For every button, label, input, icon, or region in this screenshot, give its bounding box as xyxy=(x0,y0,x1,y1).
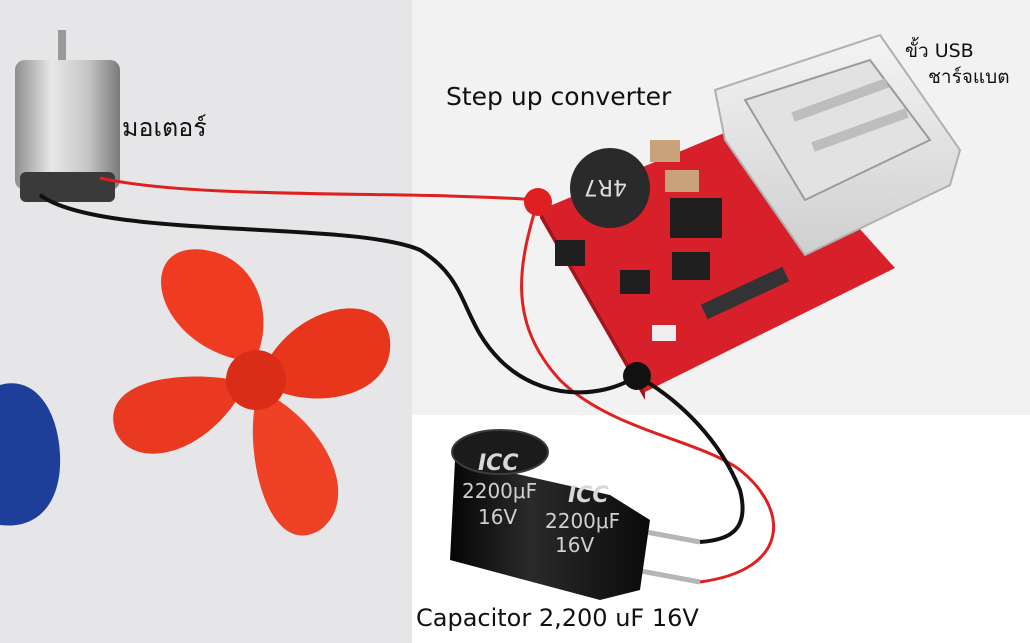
capacitor-lead xyxy=(634,567,701,585)
fan-hub xyxy=(226,350,286,410)
electrolytic-capacitor: ICC 2200μF 16V ICC 2200μF 16V xyxy=(450,429,701,600)
capacitor-brand: ICC xyxy=(478,451,518,476)
capacitor-capacitance: 2200μF xyxy=(462,479,537,503)
capacitor-label: Capacitor 2,200 uF 16V xyxy=(416,604,699,632)
smd-resistor-row xyxy=(700,266,790,320)
smd-capacitor xyxy=(665,170,699,192)
motor-body xyxy=(15,60,120,190)
smd-chip xyxy=(670,198,722,238)
positive-wire xyxy=(99,176,775,584)
inductor xyxy=(570,148,650,228)
usb-label-line1: ขั้ว USB xyxy=(905,40,974,62)
smd-chip xyxy=(672,252,710,280)
smd-chip xyxy=(555,240,585,266)
motor-base xyxy=(20,172,115,202)
capacitor-voltage: 16V xyxy=(478,505,517,529)
usb-label-line2: ชาร์จแบต xyxy=(928,66,1010,88)
usb-port xyxy=(713,33,962,257)
blue-object xyxy=(0,383,61,526)
usb-opening xyxy=(743,58,932,202)
capacitor-body xyxy=(450,460,650,600)
capacitor-brand: ICC xyxy=(568,483,608,508)
smd-led xyxy=(652,325,676,341)
fan-blade xyxy=(252,395,339,536)
motor-shaft xyxy=(58,30,66,66)
negative-wire xyxy=(38,193,745,544)
usb-contact xyxy=(811,108,909,152)
motor-label: มอเตอร์ xyxy=(122,113,207,142)
capacitor-voltage: 16V xyxy=(555,533,594,557)
fan-blade xyxy=(265,308,391,399)
fan-propeller xyxy=(113,249,391,536)
inductor-marking: 4R7 xyxy=(584,174,627,199)
usb-contact xyxy=(791,78,889,122)
negative-junction-dot xyxy=(623,362,651,390)
dc-motor xyxy=(15,30,120,202)
smd-chip xyxy=(620,270,650,294)
capacitor-capacitance: 2200μF xyxy=(545,509,620,533)
fan-blade xyxy=(113,376,240,454)
positive-junction-dot xyxy=(524,188,552,216)
smd-capacitor xyxy=(650,140,680,162)
capacitor-top xyxy=(451,429,549,475)
converter-label: Step up converter xyxy=(446,82,672,111)
fan-blade xyxy=(161,249,264,360)
